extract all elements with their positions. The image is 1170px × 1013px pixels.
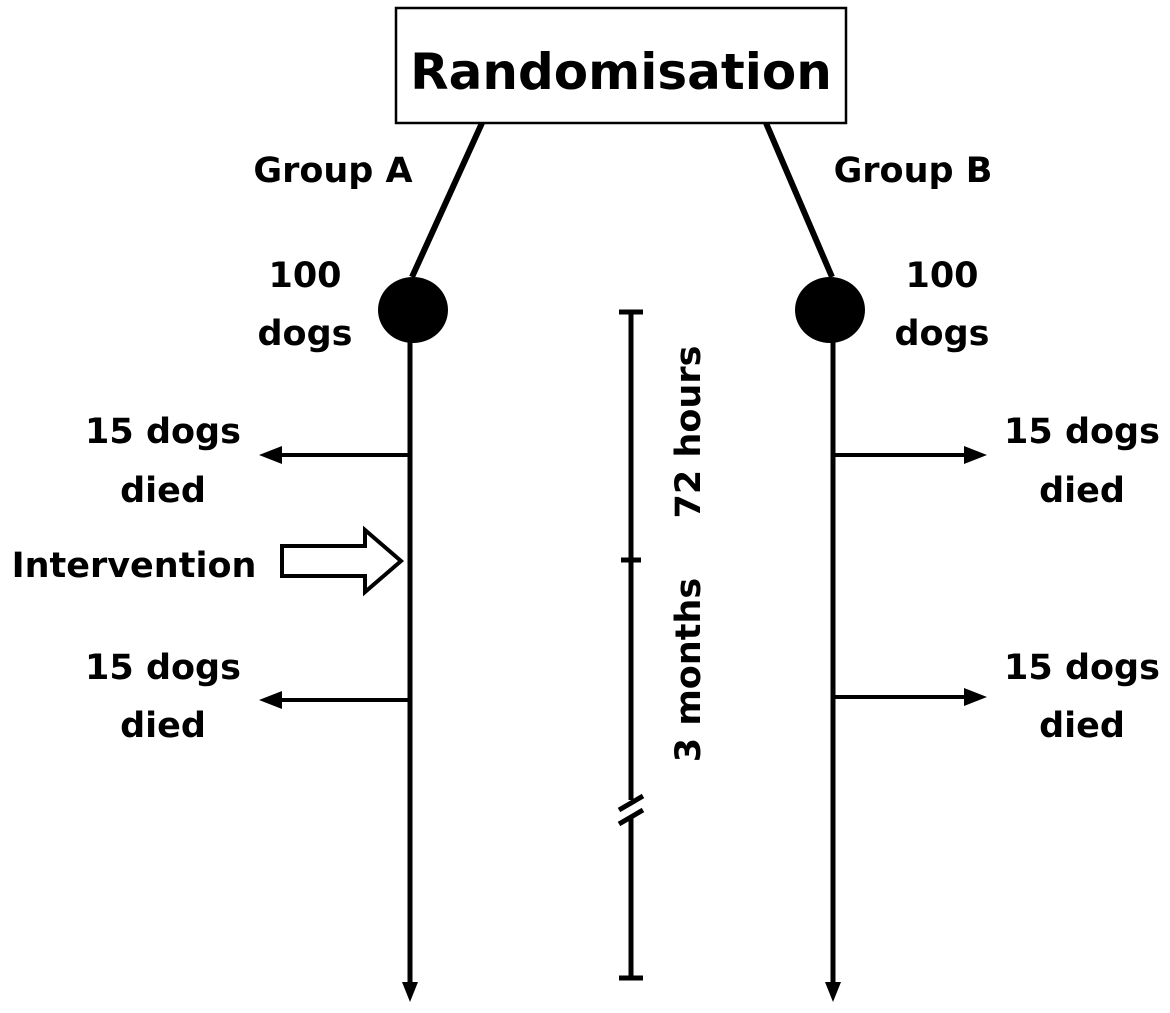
arrow-down-icon (402, 982, 418, 1002)
arrow-right-icon (964, 446, 987, 464)
group-a-death-1-label: died (120, 471, 206, 511)
group-b-label: Group B (834, 151, 993, 191)
group-a-connector (409, 121, 485, 279)
arrow-right-icon (964, 688, 987, 706)
group-a-death-2-label: died (120, 706, 206, 746)
group-a-death-2-count: 15 dogs (85, 648, 241, 688)
group-b-count-number: 100 (905, 256, 978, 296)
axis-break-mark-1 (617, 793, 645, 813)
group-b-death-2-count: 15 dogs (1004, 648, 1160, 688)
group-b-death-1-count: 15 dogs (1004, 412, 1160, 452)
group-b-timeline (825, 330, 841, 1002)
group-b-death-arrow-1 (833, 446, 987, 464)
intervention-label: Intervention (12, 546, 257, 586)
timeline-segment-72-hours: 72 hours (669, 346, 709, 519)
timeline-segment-3-months: 3 months (669, 578, 709, 762)
arrow-left-icon (259, 446, 282, 464)
arrow-left-icon (259, 691, 282, 709)
hollow-arrow-right-icon (280, 525, 405, 597)
group-b-connector (763, 121, 835, 279)
group-a-death-1-count: 15 dogs (85, 412, 241, 452)
axis-break-mark-2 (617, 807, 645, 827)
group-b-death-arrow-2 (833, 688, 987, 706)
group-b-death-2-label: died (1039, 706, 1125, 746)
arrow-down-icon (825, 982, 841, 1002)
title-text: Randomisation (410, 43, 832, 101)
group-b-node (795, 277, 865, 343)
time-scale (617, 309, 645, 981)
group-a-node (378, 277, 448, 343)
group-a-label: Group A (253, 151, 412, 191)
group-a-death-arrow-2 (259, 691, 410, 709)
group-a-death-arrow-1 (259, 446, 410, 464)
group-a-count-number: 100 (268, 256, 341, 296)
group-a-count-unit: dogs (258, 314, 353, 354)
title-box: Randomisation (394, 6, 848, 125)
group-a-timeline (402, 330, 418, 1002)
group-b-death-1-label: died (1039, 471, 1125, 511)
group-b-count-unit: dogs (895, 314, 990, 354)
